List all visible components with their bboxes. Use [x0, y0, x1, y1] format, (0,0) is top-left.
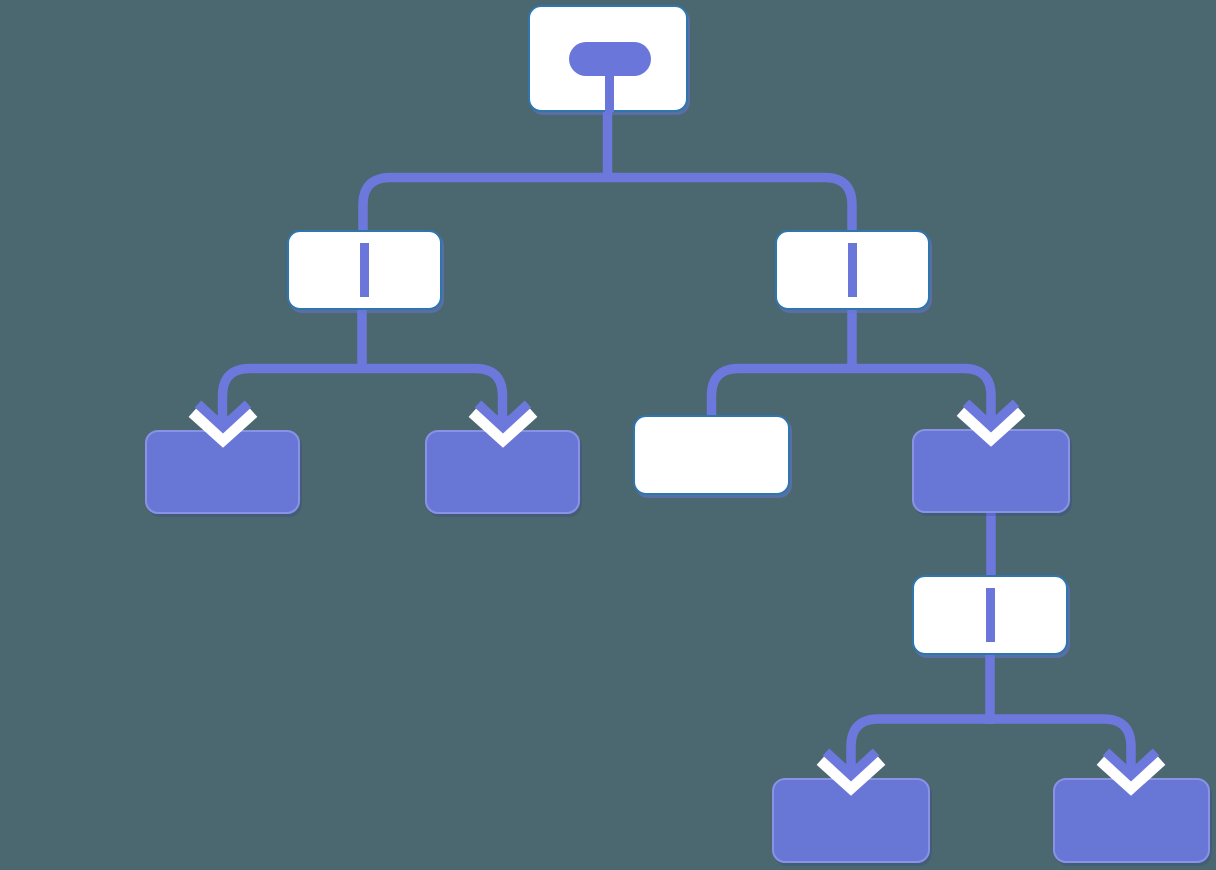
- branch-divider-bar: [360, 243, 369, 297]
- connector-level1-split: [358, 172, 857, 238]
- double-chevron-down-icon: [816, 748, 886, 796]
- double-chevron-down-icon: [468, 400, 537, 448]
- node-branch-left[interactable]: [287, 230, 442, 310]
- double-chevron-down-icon: [1096, 748, 1166, 796]
- node-branch-right[interactable]: [775, 230, 930, 310]
- connector-left-split: [217, 363, 508, 421]
- root-pill-stem: [605, 69, 614, 112]
- connector-right-split: [706, 363, 996, 421]
- branch-divider-bar: [848, 243, 857, 297]
- node-root[interactable]: [528, 5, 688, 112]
- connector-bottom-split: [846, 714, 1136, 769]
- double-chevron-down-icon: [188, 400, 257, 448]
- double-chevron-down-icon: [956, 399, 1026, 447]
- node-step-c[interactable]: [633, 415, 790, 495]
- node-branch-bottom[interactable]: [912, 575, 1068, 655]
- branch-divider-bar: [985, 588, 995, 642]
